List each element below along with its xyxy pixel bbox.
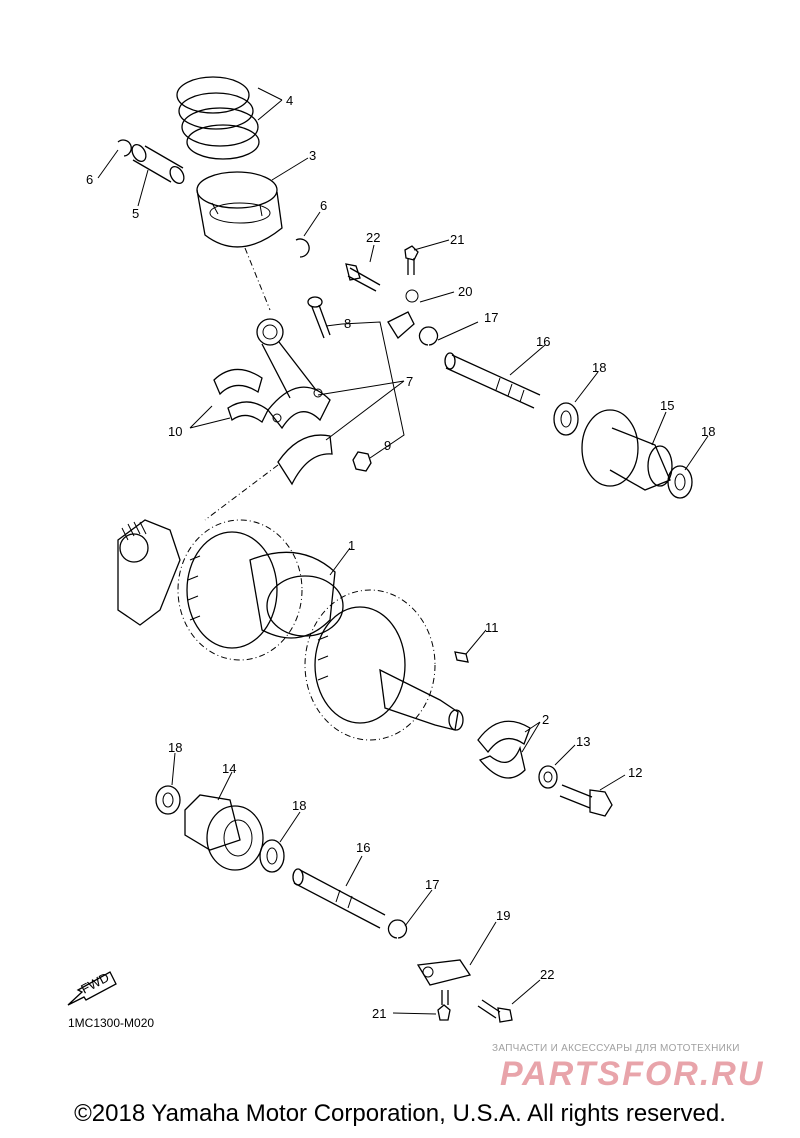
oil-seal-lower (259, 839, 285, 873)
callout-15: 15 (660, 398, 674, 413)
o-ring-upper (418, 326, 439, 346)
callout-5: 5 (132, 206, 139, 221)
balancer-shaft-upper (444, 352, 541, 409)
fwd-arrow-icon: FWD (67, 970, 117, 1006)
crankshaft (117, 519, 464, 741)
callout-9: 9 (384, 438, 391, 453)
copyright-notice: ©2018 Yamaha Motor Corporation, U.S.A. A… (74, 1100, 726, 1127)
callout-2: 2 (542, 712, 549, 727)
callout-18-a: 18 (592, 360, 606, 375)
callout-labels: 1 2 3 4 5 6 6 7 8 9 10 11 12 13 14 15 16… (86, 93, 715, 1021)
leader-lines (97, 87, 709, 1015)
callout-17-upper: 17 (484, 310, 498, 325)
piston-rings (176, 76, 260, 160)
circlip-right (295, 238, 310, 258)
callout-16-upper: 16 (536, 334, 550, 349)
fwd-label: FWD (78, 970, 111, 997)
callout-19: 19 (496, 908, 510, 923)
callout-17-lower: 17 (425, 877, 439, 892)
callout-16-lower: 16 (356, 840, 370, 855)
bolt-21-lower (437, 990, 451, 1021)
callout-13: 13 (576, 734, 590, 749)
piston (196, 171, 283, 311)
balancer-gear-lower (184, 794, 264, 871)
o-ring-lower (387, 919, 408, 939)
bracket-upper (387, 289, 419, 339)
connecting-rod (256, 318, 331, 430)
callout-3: 3 (309, 148, 316, 163)
bolt-21-upper (404, 245, 419, 275)
crank-bolt (559, 784, 613, 817)
callout-18-d: 18 (292, 798, 306, 813)
rod-cap (277, 434, 333, 486)
callout-20: 20 (458, 284, 472, 299)
rod-nut (352, 451, 372, 472)
callout-4: 4 (286, 93, 293, 108)
oil-seal-upper (553, 402, 579, 436)
callout-18-c: 18 (168, 740, 182, 755)
balancer-gear-upper (581, 409, 673, 491)
callout-6-right: 6 (320, 198, 327, 213)
callout-12: 12 (628, 765, 642, 780)
woodruff-key (454, 651, 469, 663)
callout-22-lower: 22 (540, 967, 554, 982)
diagram-code: 1MC1300-M020 (68, 1016, 155, 1030)
piston-pin (131, 143, 185, 185)
bolt-22-lower (477, 999, 513, 1023)
oil-seal-lower-left (155, 785, 181, 815)
balancer-shaft-lower (292, 868, 386, 929)
callout-1: 1 (348, 538, 355, 553)
callout-14: 14 (222, 761, 236, 776)
oil-seal-right (667, 465, 693, 499)
callout-21-lower: 21 (372, 1006, 386, 1021)
main-bearings (477, 720, 531, 779)
circlip-top (117, 139, 132, 157)
bolt-22-upper (345, 263, 381, 292)
callout-11: 11 (485, 620, 499, 635)
big-end-bearings (213, 368, 269, 423)
callout-6-left: 6 (86, 172, 93, 187)
callout-10: 10 (168, 424, 182, 439)
watermark-tagline: ЗАПЧАСТИ И АКСЕССУАРЫ ДЛЯ МОТОТЕХНИКИ (492, 1043, 740, 1054)
watermark-logo: PARTSFOR.RU (500, 1055, 765, 1093)
callout-8: 8 (344, 316, 351, 331)
rod-bolts (307, 296, 331, 339)
callout-21-upper: 21 (450, 232, 464, 247)
washer (538, 765, 558, 789)
callout-22-upper: 22 (366, 230, 380, 245)
bracket-lower (416, 959, 472, 986)
callout-7: 7 (406, 374, 413, 389)
callout-18-b: 18 (701, 424, 715, 439)
